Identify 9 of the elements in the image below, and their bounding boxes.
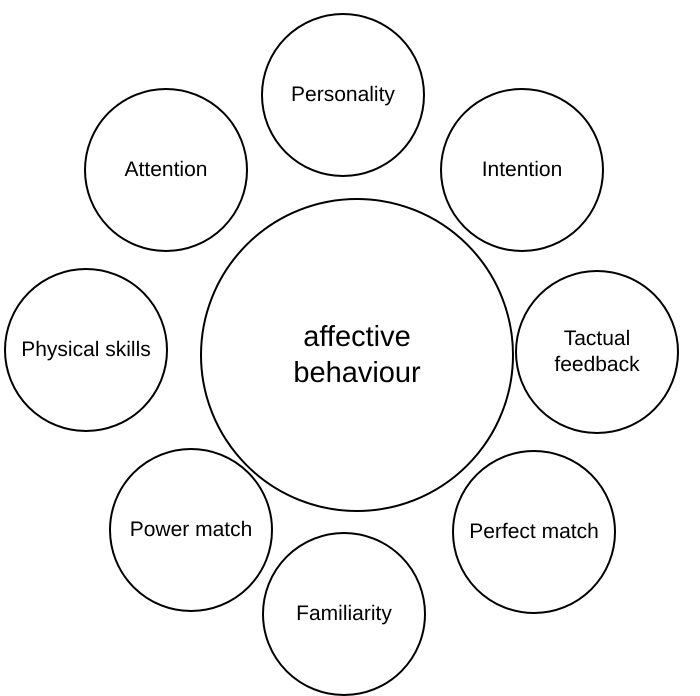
concept-label: Power match — [128, 516, 254, 543]
concept-label: Personality — [290, 82, 396, 108]
concept-label: affective behaviour — [292, 320, 422, 391]
concept-label: Tactual feedback — [553, 326, 641, 378]
concept-label: Familiarity — [295, 600, 393, 627]
concept-label: Perfect match — [468, 518, 600, 545]
concept-label: Physical skills — [20, 336, 152, 363]
concept-label: Intention — [480, 156, 564, 183]
concept-label: Attention — [124, 156, 208, 183]
